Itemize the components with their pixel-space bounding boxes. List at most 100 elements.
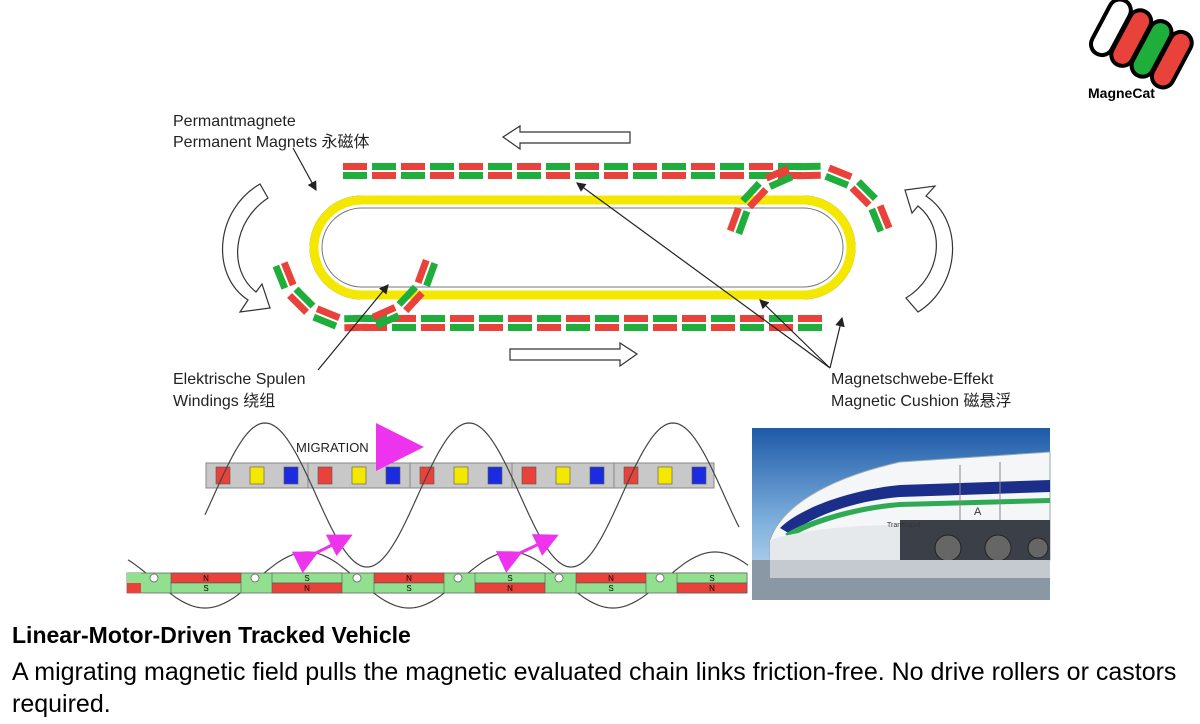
chain-link — [272, 261, 297, 290]
chain-link — [396, 284, 425, 314]
label-cushion-de: Magnetschwebe-Effekt — [831, 371, 994, 388]
stator-coil — [589, 466, 605, 485]
chain-link — [401, 163, 425, 179]
stator-coil — [283, 466, 299, 485]
stator-coil — [385, 466, 401, 485]
pole-label: N — [406, 574, 412, 583]
rail-magnet: NS — [575, 572, 647, 594]
magnecat-logo — [1088, 0, 1194, 90]
leader-lines — [292, 147, 845, 371]
stator-coil — [691, 466, 707, 485]
chain-link — [287, 286, 316, 315]
transrapid-train-image: Transrapid A — [752, 428, 1051, 600]
label-migration: MIGRATION — [296, 440, 369, 455]
caption-title: Linear-Motor-Driven Tracked Vehicle — [12, 622, 411, 648]
label-windings-de: Elektrische Spulen — [173, 371, 306, 388]
chain-link — [312, 305, 341, 330]
stator-coil — [249, 466, 265, 485]
chain-link — [749, 163, 773, 179]
rail-joint — [149, 573, 159, 583]
chain-link — [769, 315, 793, 331]
rail-magnet: SN — [474, 572, 546, 594]
pole-label: S — [304, 574, 309, 583]
pole-label: S — [608, 584, 613, 593]
chain-link — [479, 315, 503, 331]
chain-link — [624, 315, 648, 331]
rail-magnet: SN — [271, 572, 343, 594]
rail-magnet: NS — [170, 572, 242, 594]
caption-body: A migrating magnetic field pulls the mag… — [12, 658, 1177, 718]
pole-label: S — [709, 574, 714, 583]
chain-link — [488, 163, 512, 179]
label-windings-en: Windings 绕组 — [173, 393, 276, 410]
chain-link — [662, 163, 686, 179]
chain-link — [740, 315, 764, 331]
pole-label: N — [203, 574, 209, 583]
rail-joint — [554, 573, 564, 583]
train-brand-label: Transrapid — [887, 522, 920, 529]
arrow-bottom-right — [509, 341, 639, 368]
label-permanent-magnets-en: Permanent Magnets 永磁体 — [173, 134, 370, 151]
chain-link — [595, 315, 619, 331]
chain-link — [849, 179, 878, 208]
pole-label: N — [608, 574, 614, 583]
chain-link — [372, 163, 396, 179]
chain-link — [691, 163, 715, 179]
stator-coil — [351, 466, 367, 485]
pole-label: S — [203, 584, 208, 593]
chain-link — [421, 315, 445, 331]
stator-coil — [555, 466, 571, 485]
chain-link — [392, 315, 416, 331]
chain-link — [798, 315, 822, 331]
chain-link — [517, 163, 541, 179]
label-cushion-en: Magnetic Cushion 磁悬浮 — [831, 393, 1012, 410]
stator-coil — [521, 466, 537, 485]
chain-link — [604, 163, 628, 179]
stator-coil — [453, 466, 469, 485]
field-waves — [127, 422, 749, 609]
chain-link — [726, 206, 751, 236]
chain-link — [711, 315, 735, 331]
arrow-curved-left — [221, 183, 271, 313]
chain-link — [633, 163, 657, 179]
stator-coil — [317, 466, 333, 485]
train-car-letter: A — [974, 506, 982, 518]
logo-text: MagneCat — [1088, 85, 1155, 101]
chain-link — [575, 163, 599, 179]
rail-joint — [352, 573, 362, 583]
chain-link — [566, 315, 590, 331]
permanent-magnet-chain — [272, 162, 893, 332]
chain-link — [764, 165, 794, 190]
pole-label: N — [507, 584, 513, 593]
pole-label: S — [507, 574, 512, 583]
arrow-top-left — [501, 124, 631, 151]
chain-link — [414, 258, 439, 288]
chain-link — [653, 315, 677, 331]
pole-label: N — [304, 584, 310, 593]
stator-coil — [657, 466, 673, 485]
chain-link — [343, 163, 367, 179]
rail-joint — [453, 573, 463, 583]
chain-link — [824, 164, 853, 189]
chain-link — [740, 180, 769, 210]
windings-track — [309, 195, 856, 300]
chain-link — [430, 163, 454, 179]
force-arrows — [291, 534, 559, 574]
rail-joint — [655, 573, 665, 583]
pole-label: S — [406, 584, 411, 593]
chain-link — [682, 315, 706, 331]
stator-coil — [487, 466, 503, 485]
chain-link — [868, 204, 893, 233]
chain-link — [371, 304, 401, 329]
stator-strip — [205, 462, 715, 489]
pole-label: N — [709, 584, 715, 593]
rail-magnet: SN — [676, 572, 748, 594]
chain-link — [720, 163, 744, 179]
label-permanent-magnets-de: Permantmagnete — [173, 113, 296, 130]
chain-link — [459, 163, 483, 179]
arrow-curved-right — [904, 185, 954, 313]
chain-link — [450, 315, 474, 331]
chain-link — [537, 315, 561, 331]
